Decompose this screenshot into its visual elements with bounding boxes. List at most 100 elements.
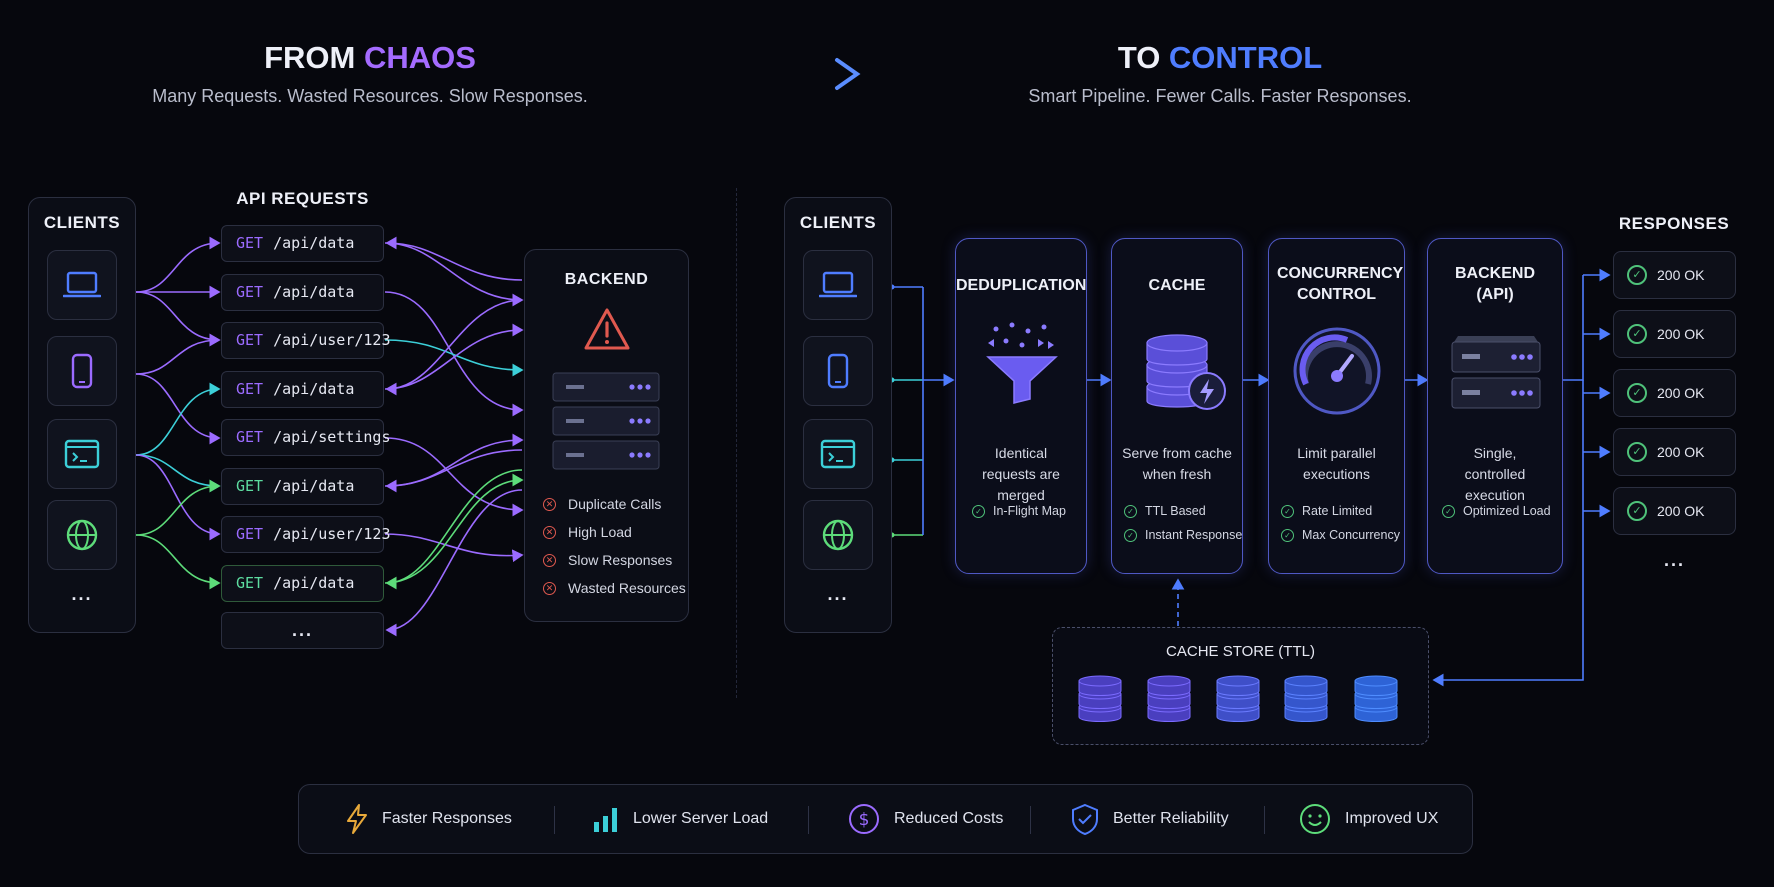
- benefit-separator: [1264, 806, 1265, 834]
- feature-rate-limited: ✓ Rate Limited: [1281, 504, 1372, 518]
- edge-backend-req6: [385, 449, 523, 493]
- benefit-better-reliability-label: Better Reliability: [1113, 810, 1229, 827]
- pipeline-laptop-client[interactable]: [803, 250, 873, 320]
- api-request-path: /api/data: [273, 380, 355, 398]
- right-subtitle: Smart Pipeline. Fewer Calls. Faster Resp…: [1028, 86, 1412, 106]
- edge-phone-req3: [135, 333, 221, 375]
- edge-terminal-req4: [135, 382, 221, 456]
- feature-ttl-based-label: TTL Based: [1145, 504, 1206, 518]
- feature-instant-response: ✓Instant Response: [1124, 528, 1242, 542]
- check-icon: ✓: [972, 504, 985, 518]
- laptop-icon: [63, 271, 101, 298]
- benefit-reduced-costs: $ Reduced Costs: [848, 793, 1003, 845]
- pipeline-clients-more: ...: [827, 584, 849, 604]
- response-item: ✓200 OK: [1613, 310, 1736, 358]
- edge-backend-more: [385, 489, 523, 637]
- api-request-item[interactable]: GET/api/data: [221, 274, 384, 311]
- right-title-part1: TO: [1117, 40, 1169, 75]
- api-request-method: GET: [236, 428, 264, 446]
- stage-backend-api[interactable]: BACKEND (API) Single, controlled executi…: [1427, 238, 1563, 574]
- feature-rate-limited-label: Rate Limited: [1302, 504, 1373, 518]
- response-item: ✓ 200 OK: [1613, 369, 1736, 417]
- api-request-item[interactable]: GET/api/settings: [221, 419, 391, 456]
- edge-req4-backend: [384, 323, 524, 390]
- edge-laptop-req1: [135, 236, 221, 293]
- check-icon: ✓: [1281, 504, 1294, 518]
- edge-req2-backend: [384, 291, 524, 417]
- chaos-clients-more: ...: [71, 584, 93, 604]
- api-request-path: /api/user/123: [273, 331, 391, 349]
- api-request-item[interactable]: GET/api/data: [221, 371, 384, 408]
- benefit-reduced-costs-label: Reduced Costs: [894, 810, 1004, 827]
- api-request-item[interactable]: GET/api/data: [221, 225, 384, 262]
- server-icon: [1450, 334, 1542, 417]
- pipeline-terminal-client[interactable]: [803, 419, 873, 489]
- api-request-item[interactable]: GET/api/user/123: [221, 516, 391, 553]
- chaos-connectors: [135, 236, 524, 637]
- backend-issue-item: ✕ Wasted Resources: [543, 580, 686, 596]
- chaos-terminal-client[interactable]: [47, 419, 117, 489]
- backend-issue-label: Slow Responses: [568, 552, 673, 568]
- feature-optimized-load: ✓Optimized Load: [1442, 504, 1551, 518]
- response-status: 200 OK: [1657, 444, 1705, 460]
- chaos-clients-label: CLIENTS: [43, 213, 121, 232]
- api-request-method: GET: [236, 331, 264, 349]
- response-status: 200 OK: [1657, 503, 1705, 519]
- check-circle-icon: ✓: [1627, 383, 1647, 403]
- database-bolt-icon: [1145, 329, 1229, 420]
- stage-cache-title: CACHE: [1148, 277, 1206, 294]
- edge-terminal-req6: [135, 454, 221, 493]
- database-icon: [1078, 675, 1398, 722]
- pipeline-phone-client[interactable]: [803, 336, 873, 406]
- benefit-lower-server-load: Lower Server Load: [593, 793, 768, 845]
- chaos-web-client[interactable]: [47, 500, 117, 570]
- stage-concurrency[interactable]: CONCURRENCY CONTROL Limit parallel execu…: [1268, 238, 1405, 574]
- stage-deduplication[interactable]: DEDUPLICATION Identical requests are mer…: [955, 238, 1087, 574]
- edge-backend-req8: [385, 469, 523, 590]
- left-subtitle: Many Requests. Wasted Resources. Slow Re…: [152, 86, 588, 106]
- api-request-method: GET: [236, 380, 264, 398]
- smiley-icon: [1299, 803, 1331, 835]
- pipeline-clients-label: CLIENTS: [799, 213, 877, 232]
- lightning-icon: [346, 804, 368, 834]
- response-status: 200 OK: [1657, 385, 1705, 401]
- check-circle-icon: ✓: [1627, 265, 1647, 285]
- chaos-server-stack-icon: [552, 372, 660, 475]
- feature-in-flight-map: ✓In-Flight Map: [972, 504, 1066, 518]
- response-status: 200 OK: [1657, 267, 1705, 283]
- edge-req3-backend: [384, 339, 524, 377]
- api-request-item[interactable]: GET/api/data: [221, 565, 384, 602]
- chaos-laptop-client[interactable]: [47, 250, 117, 320]
- stage-cache[interactable]: CACHE Serve from cache when fresh ✓TTL B…: [1111, 238, 1243, 574]
- edge-terminal-req7: [135, 454, 221, 541]
- api-request-item[interactable]: GET/api/user/123: [221, 322, 391, 359]
- check-icon: ✓: [1281, 528, 1294, 542]
- stage-backend-title: BACKEND (API): [1455, 265, 1535, 303]
- benefit-separator: [808, 806, 809, 834]
- chaos-backend-label: BACKEND: [564, 271, 649, 288]
- gauge-icon: [1292, 326, 1382, 421]
- transition-arrow: [745, 54, 865, 99]
- api-request-path: /api/data: [273, 234, 355, 252]
- edge-backend-req1: [385, 236, 523, 281]
- pipeline-web-client[interactable]: [803, 500, 873, 570]
- chaos-phone-client[interactable]: [47, 336, 117, 406]
- check-circle-icon: ✓: [1627, 501, 1647, 521]
- left-title: FROM CHAOS: [0, 40, 740, 76]
- svg-text:$: $: [859, 810, 870, 830]
- terminal-icon: [64, 439, 100, 469]
- edge-laptop-req3: [135, 291, 221, 347]
- api-requests-more: ...: [221, 612, 384, 649]
- response-item: ✓ 200 OK: [1613, 251, 1736, 299]
- backend-issue-label: Wasted Resources: [568, 580, 686, 596]
- error-x-icon: ✕: [543, 497, 556, 511]
- error-x-icon: ✕: [543, 581, 556, 595]
- edge-req7-backend: [384, 533, 524, 563]
- api-requests-more-text: ...: [291, 620, 313, 640]
- benefit-separator: [1030, 806, 1031, 834]
- right-title-control: CONTROL: [1168, 40, 1323, 75]
- api-request-path: /api/user/123: [273, 525, 391, 543]
- api-request-item[interactable]: GET/api/data: [221, 468, 384, 505]
- phone-icon: [827, 353, 849, 389]
- benefit-improved-ux: Improved UX: [1299, 793, 1438, 845]
